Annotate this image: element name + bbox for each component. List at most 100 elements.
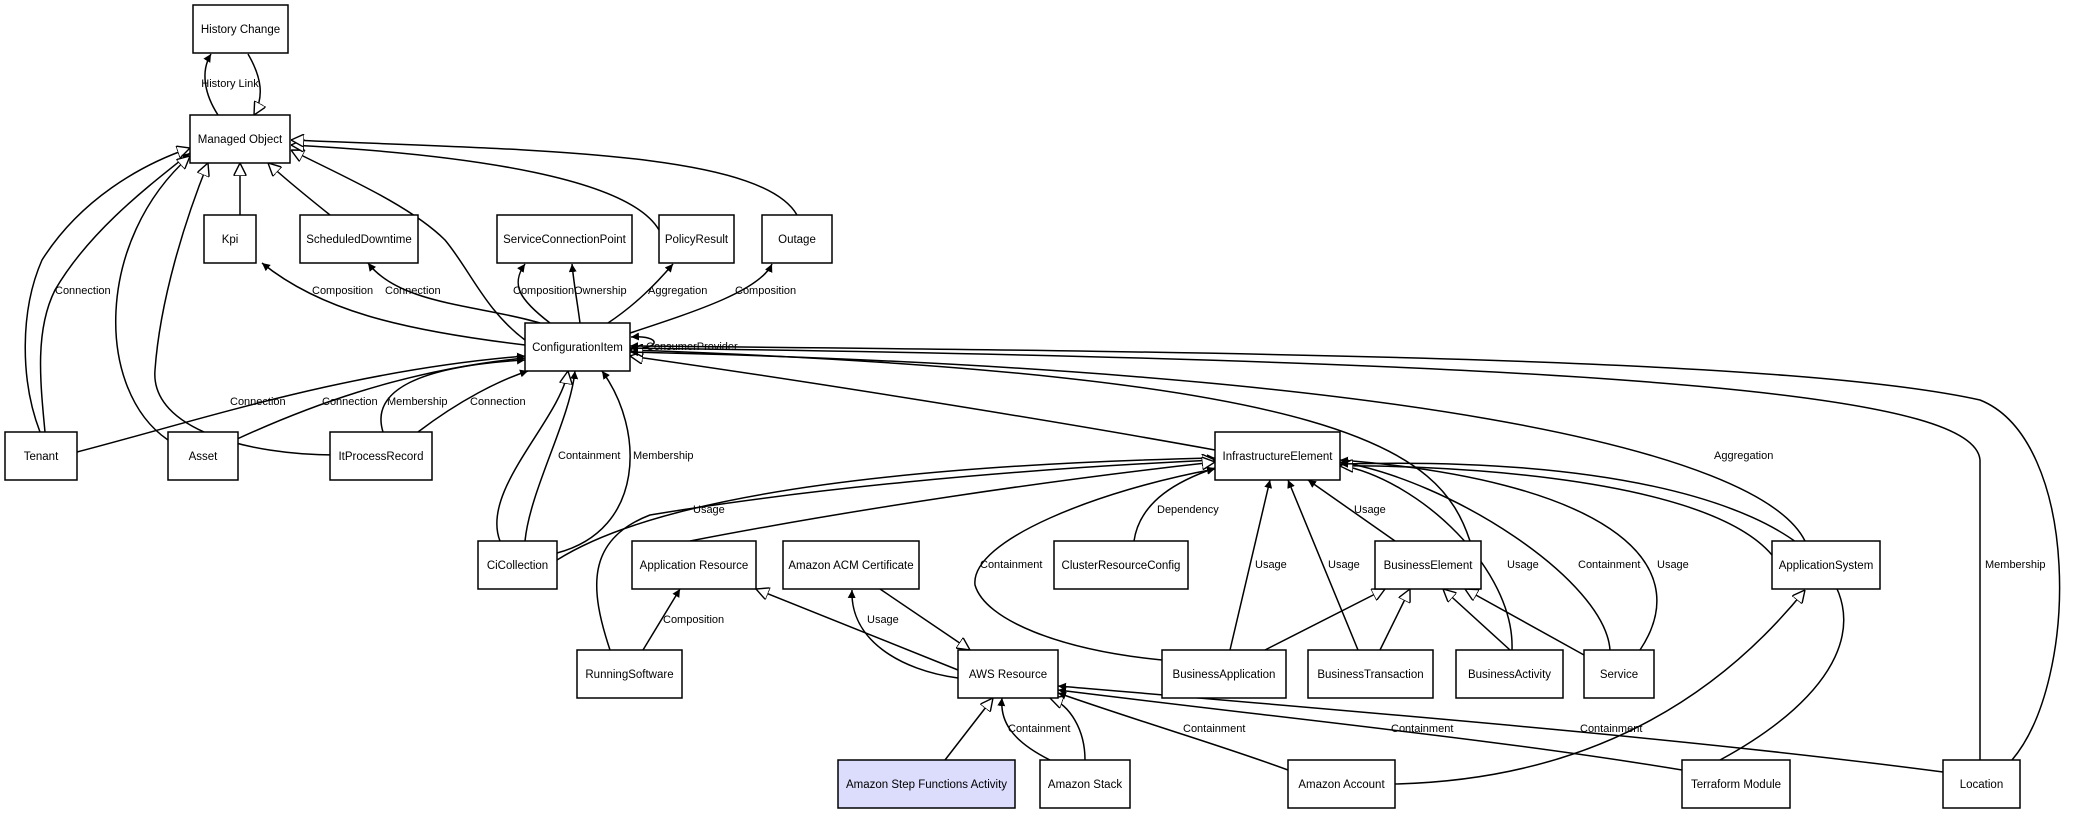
association-edge-be-usage-ie <box>1307 479 1396 542</box>
class-node-box <box>1161 649 1287 699</box>
class-node-running-software[interactable]: RunningSoftware <box>576 649 683 699</box>
class-node-label: Asset <box>189 451 219 463</box>
class-node-asset[interactable]: Asset <box>167 431 239 481</box>
edge-label-asset-connection-ci: Connection <box>322 396 378 408</box>
generalization-edge-itpr-inherits <box>154 163 336 456</box>
association-edge-rs-composition-ar <box>642 588 681 651</box>
class-node-policy-result[interactable]: PolicyResult <box>658 214 735 264</box>
edge-label-tm-containment-aws: Containment <box>1391 723 1453 735</box>
class-node-box <box>1681 759 1791 809</box>
class-node-label: ApplicationSystem <box>1779 560 1874 572</box>
edge-line <box>642 588 681 651</box>
class-node-infrastructure-element[interactable]: InfrastructureElement <box>1214 431 1341 481</box>
generalization-edge-history-change-inherits <box>247 53 260 115</box>
class-node-label: Application Resource <box>640 560 749 572</box>
class-node-service[interactable]: Service <box>1583 649 1655 699</box>
class-node-box <box>1214 431 1341 481</box>
class-node-label: RunningSoftware <box>585 669 673 681</box>
class-node-amazon-step-functions-activity[interactable]: Amazon Step Functions Activity <box>837 759 1016 809</box>
class-node-business-transaction[interactable]: BusinessTransaction <box>1307 649 1434 699</box>
edge-label-ci-composition-outage: Composition <box>735 285 796 297</box>
class-node-box <box>496 214 633 264</box>
class-node-aws-resource[interactable]: AWS Resource <box>957 649 1059 699</box>
class-node-configuration-item[interactable]: ConfigurationItem <box>524 322 631 372</box>
class-node-box <box>1039 759 1131 809</box>
class-node-label: Managed Object <box>198 134 283 146</box>
class-node-label: Location <box>1960 779 2003 791</box>
edge-line <box>630 350 1471 542</box>
generalization-edge-ci-inherits <box>291 150 526 341</box>
edge-line <box>629 263 773 334</box>
class-node-service-connection-point[interactable]: ServiceConnectionPoint <box>496 214 633 264</box>
edge-label-cic-containment-ci: Containment <box>558 450 620 462</box>
class-node-label: Amazon ACM Certificate <box>788 560 913 572</box>
edge-line <box>1339 459 1845 761</box>
class-node-outage[interactable]: Outage <box>761 214 833 264</box>
generalization-edge-amacc-inherits-as <box>1394 590 1805 785</box>
class-node-label: History Change <box>201 24 280 36</box>
edge-line <box>1264 589 1385 651</box>
class-node-business-application[interactable]: BusinessApplication <box>1161 649 1287 699</box>
generalization-edge-cic-inherits <box>496 371 568 542</box>
generalization-edge-asfa-inherits-aws <box>944 698 993 761</box>
association-edge-crc-dependency-ie <box>1133 466 1216 542</box>
edge-label-ci-composition-kpi: Composition <box>312 285 373 297</box>
class-node-label: BusinessActivity <box>1468 669 1551 681</box>
edge-line <box>367 262 541 324</box>
class-node-application-system[interactable]: ApplicationSystem <box>1771 540 1881 590</box>
class-node-application-resource[interactable]: Application Resource <box>631 540 757 590</box>
edge-line <box>203 53 219 116</box>
edge-line <box>1339 462 1513 651</box>
class-node-label: InfrastructureElement <box>1223 451 1334 463</box>
class-node-box <box>1307 649 1434 699</box>
association-edge-history-link <box>203 53 219 116</box>
class-node-label: Kpi <box>222 234 239 246</box>
class-node-tenant[interactable]: Tenant <box>4 431 78 481</box>
edge-label-history-link: History Link <box>201 78 259 90</box>
class-node-amazon-account[interactable]: Amazon Account <box>1287 759 1396 809</box>
edge-line <box>629 344 1981 760</box>
edge-line <box>607 263 674 324</box>
edge-label-rs-composition-ar: Composition <box>663 614 724 626</box>
edge-label-location-membership-ci: Membership <box>1985 559 2046 571</box>
class-node-cluster-resource-config[interactable]: ClusterResourceConfig <box>1053 540 1189 590</box>
association-edge-ci-aggregation-pr <box>607 263 674 324</box>
class-node-it-process-record[interactable]: ItProcessRecord <box>329 431 433 481</box>
edge-label-cic-membership-ci: Membership <box>633 450 694 462</box>
class-node-ci-collection[interactable]: CiCollection <box>477 540 558 590</box>
class-node-amazon-stack[interactable]: Amazon Stack <box>1039 759 1131 809</box>
class-node-label: BusinessElement <box>1384 560 1474 572</box>
class-node-kpi[interactable]: Kpi <box>203 214 257 264</box>
class-node-box <box>1942 759 2021 809</box>
edge-line <box>1307 479 1396 542</box>
class-node-managed-object[interactable]: Managed Object <box>189 114 291 164</box>
edge-line <box>629 348 1806 542</box>
association-edge-ci-composition-outage <box>629 263 773 334</box>
class-node-business-element[interactable]: BusinessElement <box>1374 540 1482 590</box>
class-node-business-activity[interactable]: BusinessActivity <box>1455 649 1564 699</box>
class-node-terraform-module[interactable]: Terraform Module <box>1681 759 1791 809</box>
edge-label-tenant-connection-mo: Connection <box>55 285 111 297</box>
edge-label-ci-ownership-scp: Ownership <box>574 285 627 297</box>
generalization-edge-be-inherits-ci <box>630 350 1471 542</box>
class-node-label: ScheduledDowntime <box>306 234 411 246</box>
class-node-box <box>1455 649 1564 699</box>
class-node-label: AWS Resource <box>969 669 1047 681</box>
edge-label-ba-containment-ie: Containment <box>980 559 1042 571</box>
association-edge-cic-usage-ie <box>556 454 1216 561</box>
edge-label-aws-usage-acm: Usage <box>867 614 899 626</box>
edge-line <box>291 150 526 341</box>
class-node-location[interactable]: Location <box>1942 759 2021 809</box>
edge-line <box>1229 479 1273 651</box>
generalization-edge-ar-inherits-ie <box>689 462 1215 542</box>
association-edge-service-containment-ie <box>1339 459 1611 651</box>
class-node-scheduled-downtime[interactable]: ScheduledDowntime <box>299 214 419 264</box>
edge-line <box>556 370 631 554</box>
class-node-history-change[interactable]: History Change <box>192 4 289 54</box>
edge-line <box>417 369 529 433</box>
class-node-label: ClusterResourceConfig <box>1062 560 1181 572</box>
edge-line <box>247 53 260 115</box>
class-node-label: Amazon Stack <box>1048 779 1122 791</box>
class-node-amazon-acm-certificate[interactable]: Amazon ACM Certificate <box>782 540 920 590</box>
